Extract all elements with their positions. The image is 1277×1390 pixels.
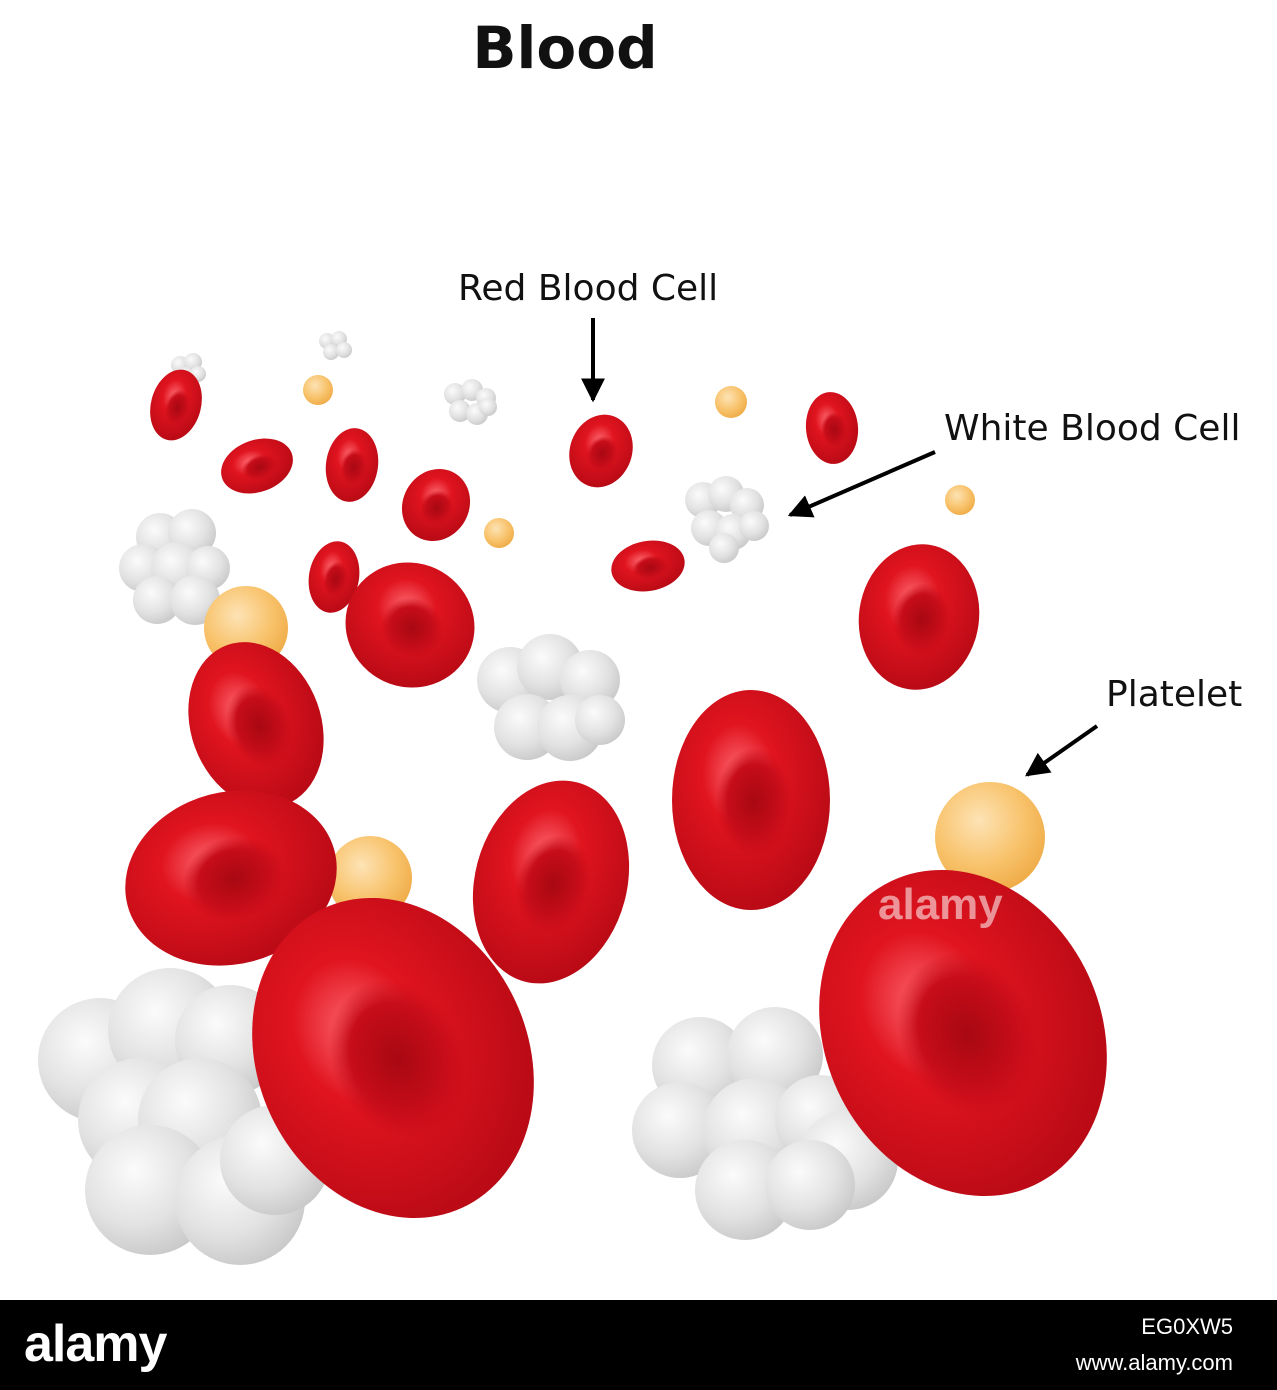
- watermark-footer: alamy EG0XW5 www.alamy.com: [0, 1300, 1277, 1390]
- red-blood-cell: [569, 414, 633, 488]
- red-blood-cell: [308, 541, 360, 613]
- red-blood-cell: [150, 369, 202, 441]
- platelet: [715, 386, 747, 418]
- center-watermark: alamy: [878, 880, 1003, 929]
- red-blood-cell: [672, 690, 830, 910]
- red-blood-cell: [805, 392, 859, 464]
- platelet-label: Platelet: [1106, 674, 1243, 715]
- diagram-title: Blood: [472, 14, 658, 82]
- platelet: [484, 518, 514, 548]
- red-blood-cell: [188, 642, 324, 808]
- alamy-logo: alamy: [24, 1315, 167, 1373]
- source-url: www.alamy.com: [1075, 1350, 1233, 1375]
- blood-diagram: [38, 318, 1107, 1265]
- white-blood-cell-label: White Blood Cell: [944, 408, 1241, 449]
- red-blood-cell: [611, 540, 685, 592]
- red-blood-cell: [472, 780, 630, 984]
- red-blood-cell-label: Red Blood Cell: [458, 268, 719, 309]
- platelet: [303, 375, 333, 405]
- platelet: [935, 782, 1045, 892]
- red-blood-cell: [221, 438, 293, 494]
- white-blood-cell-arrow: [787, 450, 936, 518]
- white-blood-cell: [119, 509, 230, 625]
- red-blood-cell: [819, 869, 1107, 1197]
- platelet: [328, 836, 412, 920]
- red-blood-cell: [858, 544, 980, 690]
- red-blood-cell: [125, 790, 337, 966]
- image-id: EG0XW5: [1141, 1314, 1233, 1339]
- white-blood-cell: [685, 476, 769, 563]
- red-blood-cell: [252, 897, 534, 1219]
- red-blood-cell: [345, 562, 475, 688]
- white-blood-cell: [319, 331, 352, 360]
- white-blood-cell: [477, 634, 625, 761]
- platelet: [945, 485, 975, 515]
- platelet-arrow: [1025, 724, 1099, 777]
- red-blood-cell: [325, 428, 379, 502]
- white-blood-cell: [444, 379, 497, 425]
- red-blood-cell: [401, 468, 471, 542]
